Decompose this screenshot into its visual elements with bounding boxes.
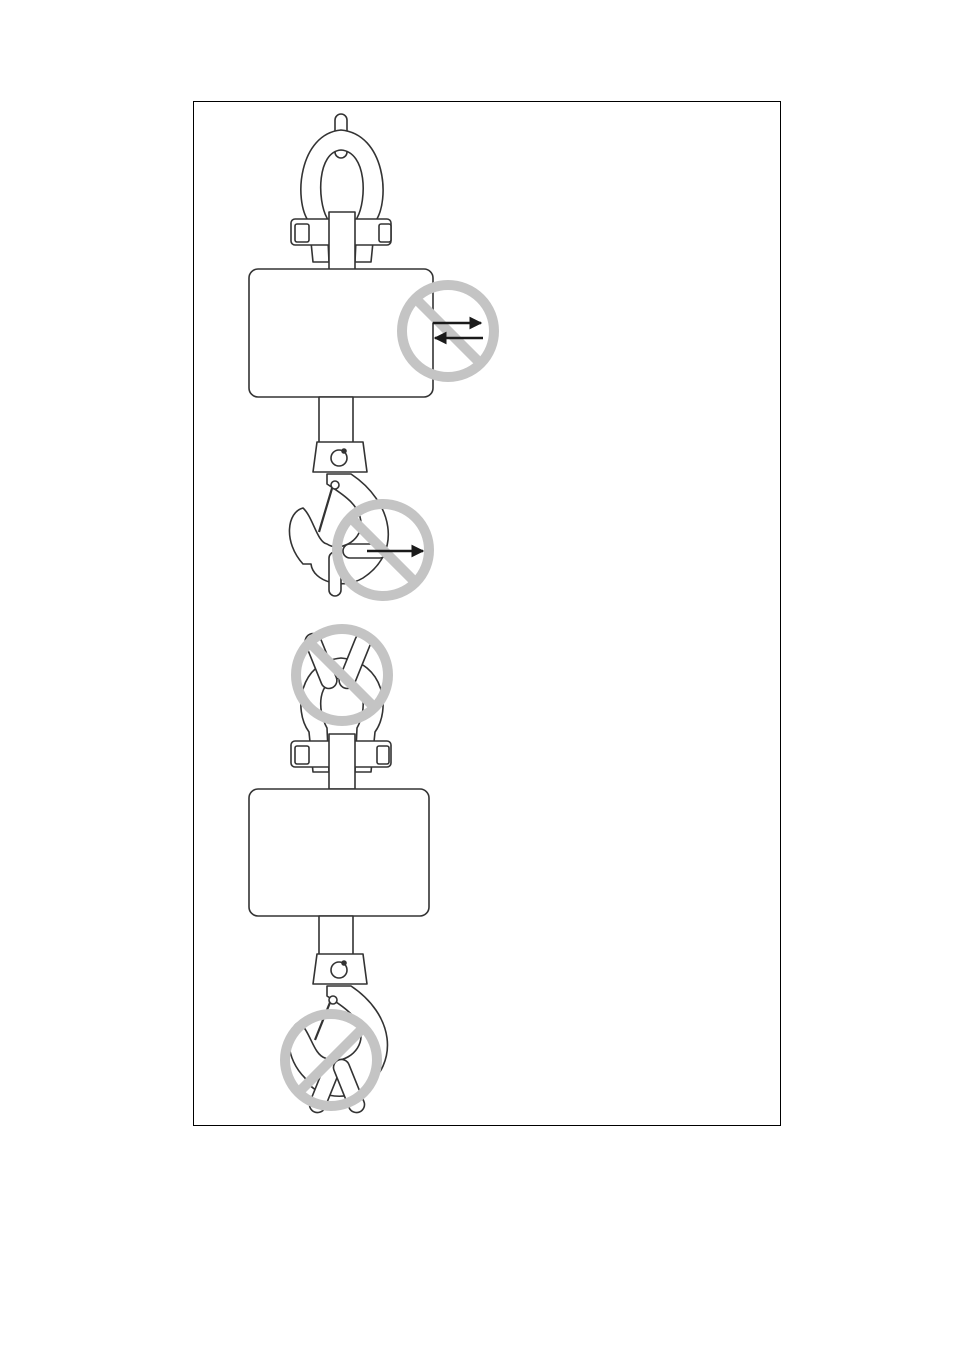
scale-body: [249, 789, 429, 916]
crane-scale-icon: [243, 622, 438, 1117]
crane-scale-icon: [243, 112, 498, 604]
crane-scale-illustration-bottom: [243, 622, 438, 1117]
hook-swivel: [313, 442, 367, 472]
hook-latch: [319, 485, 333, 532]
hook-swivel: [313, 954, 367, 984]
crane-scale-illustration-top: [243, 112, 498, 604]
